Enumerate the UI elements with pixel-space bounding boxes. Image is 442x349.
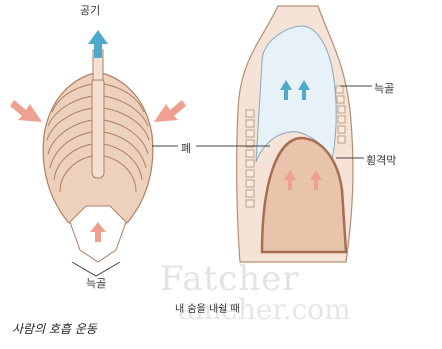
watermark-text: Fatcher (160, 262, 300, 296)
label-rib-left: 늑골 (86, 275, 106, 291)
arrow-inward-right-icon (154, 100, 186, 122)
rib-cage-front (10, 30, 186, 276)
arrow-inward-left-icon (10, 100, 42, 122)
figure-title: 사람의 호흡 운동 (12, 320, 97, 337)
sternum (92, 78, 104, 178)
label-lung: 폐 (181, 140, 191, 156)
arrow-up-air-icon (88, 30, 108, 58)
caption-exhale: 내 숨을 내쉴 때 (175, 300, 240, 315)
label-air: 공기 (80, 2, 100, 18)
label-diaphragm: 횡격막 (366, 152, 396, 168)
label-rib-right: 늑골 (374, 80, 394, 96)
leader-rib-left (72, 262, 120, 276)
side-section (152, 6, 372, 262)
